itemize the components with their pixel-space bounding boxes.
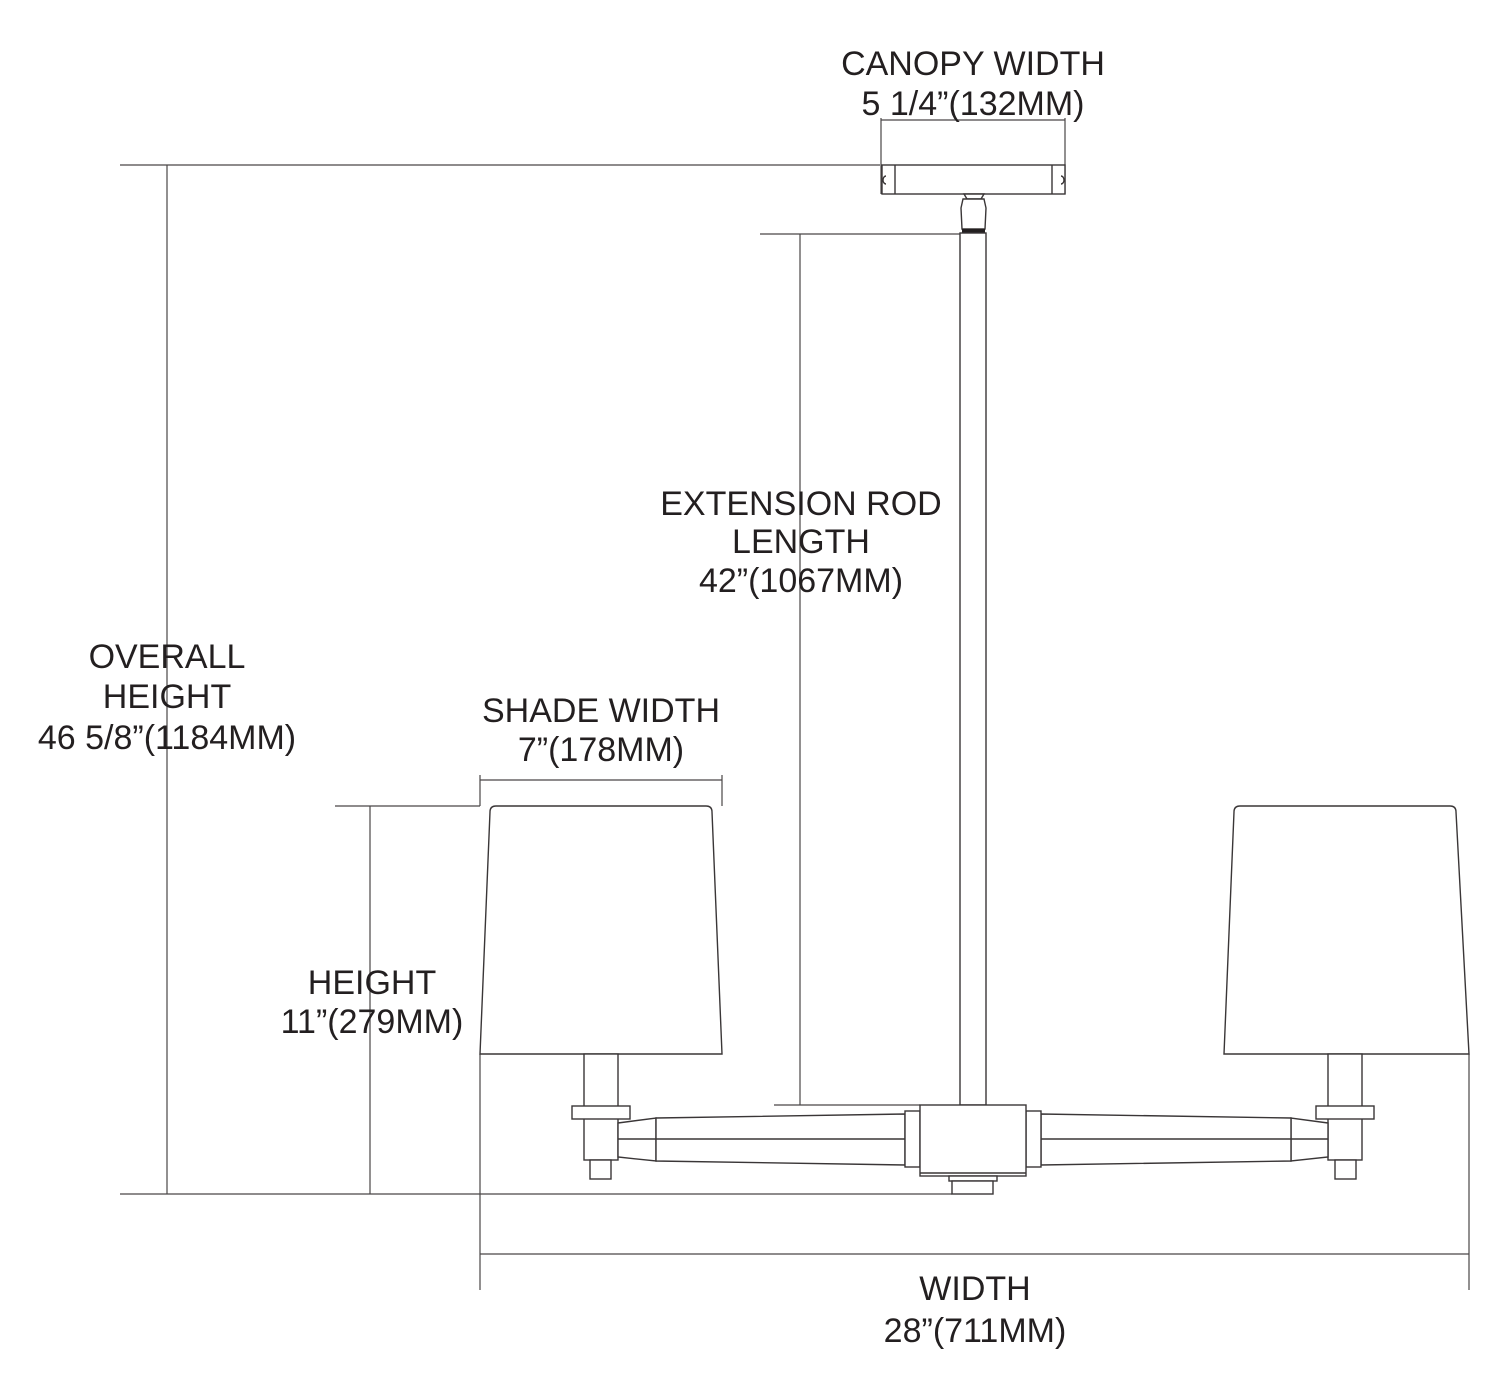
extension-rod <box>959 232 987 1106</box>
shade-width-value: 7”(178MM) <box>518 731 684 769</box>
dimension-lines <box>120 118 1470 1290</box>
extension-rod-label-line1: EXTENSION ROD <box>660 485 941 523</box>
width-label: WIDTH <box>919 1270 1030 1308</box>
extension-rod-label-line2: LENGTH <box>732 523 870 561</box>
shade-height-dimension <box>335 805 480 1194</box>
overall-height-dimension <box>120 164 952 1195</box>
shade-height-value: 11”(279MM) <box>281 1003 464 1041</box>
width-dimension <box>479 1054 1470 1290</box>
width-value: 28”(711MM) <box>884 1312 1067 1350</box>
shade-width-label: SHADE WIDTH <box>482 692 720 730</box>
left-shade <box>479 805 723 1055</box>
fixture-arms <box>571 1053 1375 1195</box>
right-shade <box>1223 805 1470 1055</box>
shade-width-dimension <box>479 775 723 806</box>
canopy <box>881 164 1066 233</box>
canopy-width-value: 5 1/4”(132MM) <box>862 85 1085 123</box>
overall-height-label-line2: HEIGHT <box>103 678 231 716</box>
extension-rod-value: 42”(1067MM) <box>699 562 903 600</box>
canopy-width-label: CANOPY WIDTH <box>841 45 1105 83</box>
overall-height-value: 46 5/8”(1184MM) <box>38 719 296 757</box>
shade-height-label: HEIGHT <box>308 964 436 1002</box>
overall-height-label-line1: OVERALL <box>89 638 246 676</box>
extension-rod-dimension <box>760 233 960 1106</box>
